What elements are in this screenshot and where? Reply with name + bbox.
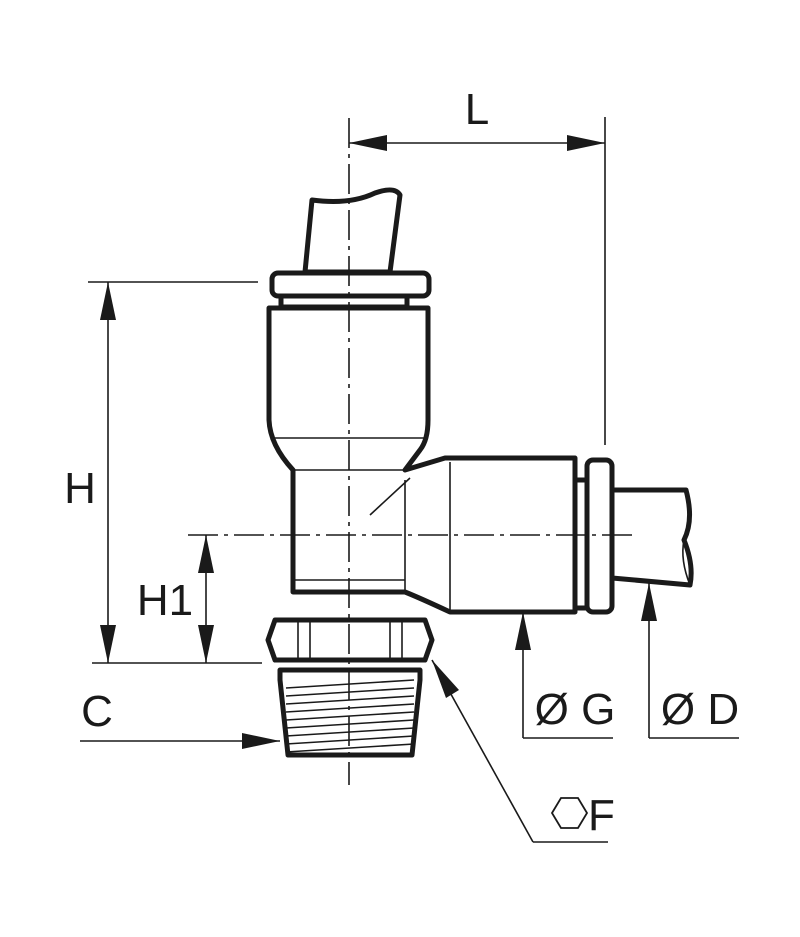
thread-line <box>285 735 415 745</box>
top-tube <box>302 187 403 275</box>
dimension-C: C <box>80 687 280 749</box>
label-F: F <box>588 791 615 840</box>
dimension-D: Ø D <box>641 583 739 739</box>
label-H: H <box>64 464 96 513</box>
side-tube <box>609 487 694 588</box>
fitting-body <box>266 305 578 615</box>
dimension-H: H <box>64 281 262 664</box>
threaded-shank <box>277 667 423 758</box>
dimension-L: L <box>349 85 606 445</box>
label-L: L <box>465 85 489 134</box>
thread-line <box>285 695 415 705</box>
thread-line <box>285 679 415 689</box>
thread-line <box>285 711 415 721</box>
label-D: Ø D <box>661 685 739 734</box>
side-collet <box>572 457 615 615</box>
thread-line <box>285 727 415 737</box>
dimension-H1: H1 <box>137 535 214 663</box>
label-H1: H1 <box>137 576 193 625</box>
thread-line <box>285 703 415 713</box>
label-G: Ø G <box>535 685 616 734</box>
thread-line <box>285 719 415 729</box>
hex-nut <box>265 617 435 663</box>
top-collet <box>269 270 432 310</box>
center-lines <box>188 118 635 785</box>
dimension-G: Ø G <box>515 612 616 739</box>
dimension-F: F <box>431 659 615 843</box>
hexagon-icon <box>550 797 589 829</box>
thread-line <box>285 687 415 697</box>
label-C: C <box>81 687 113 736</box>
thread-line <box>285 743 415 753</box>
